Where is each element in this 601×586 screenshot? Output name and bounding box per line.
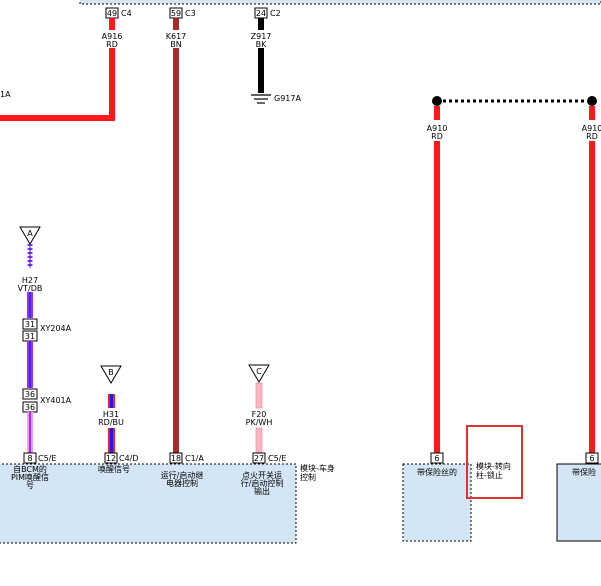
inline-pin-number: 36 [25, 403, 35, 412]
fused-label-cut: 带保险 [572, 467, 596, 477]
steering-lock-module-name: 模块-转向柱-锁止 [476, 461, 511, 480]
splice-letter: C [256, 367, 262, 376]
top-connector-1: 49 C4 A916 RD 1A [0, 7, 132, 121]
pin-number: 12 [106, 454, 116, 463]
splice-c: C F20 PK/WH [246, 364, 273, 454]
inline-pin-number: 31 [25, 320, 35, 329]
wire-code: H27 [22, 276, 38, 285]
pin-box [104, 452, 118, 464]
connector-id: C5/E [38, 454, 56, 463]
pin-number: 27 [254, 454, 264, 463]
wire-color: RD [431, 132, 443, 141]
wire-color: VT/DB [18, 284, 43, 293]
wire-code: A910 [427, 124, 448, 133]
inline-pin-box [22, 318, 38, 330]
splice-letter: B [108, 368, 114, 377]
inline-connector-name: XY401A [40, 396, 72, 405]
wire-stripe-blue [110, 394, 113, 408]
inline-pin-box [22, 388, 38, 400]
pin-box [252, 452, 266, 464]
pin-function: 唤醒信号 [98, 464, 130, 474]
top-connector-2: 59 C3 K617 BN [166, 7, 196, 453]
inline-pin-number: 36 [25, 390, 35, 399]
pin-number: 49 [107, 9, 117, 18]
pin-box [169, 452, 183, 464]
wire-code: A910 [582, 124, 601, 133]
right-fused-circuit: A910 RD A910 RD 6 带保险丝的 模块-转向柱-锁止 6 带保险 [402, 96, 601, 542]
wire-color: RD/BU [98, 418, 124, 427]
connector-id: C4/D [119, 454, 139, 463]
top-module-edge [79, 0, 601, 5]
pin-box [430, 452, 444, 464]
splice-letter: A [27, 229, 33, 238]
splice-triangle [100, 365, 122, 384]
pin-number: 8 [27, 454, 32, 463]
wire-stripe-blue [110, 428, 113, 453]
splice-a: A H27 VT/DB 31 31 XY204A 36 36 XY401A [18, 226, 72, 453]
pin-box [23, 452, 37, 464]
inline-pin-number: 31 [25, 332, 35, 341]
ground-label: G917A [274, 94, 301, 103]
wire-pink [255, 382, 263, 409]
connector-id: C5/E [268, 454, 286, 463]
pin-number: 24 [256, 9, 266, 18]
connector-id: C3 [185, 9, 196, 18]
pin-box [585, 452, 599, 464]
wire-color: RD [586, 132, 598, 141]
wire-stub-black [258, 18, 264, 30]
wire-stub-brown [173, 18, 179, 30]
splice-dot [587, 96, 597, 106]
wire-color: RD [106, 40, 118, 49]
wire-red-a916 [0, 48, 115, 121]
fused-label: 带保险丝的 [417, 467, 457, 477]
ground-symbol [251, 94, 271, 104]
bcm-module-name: 模块-车身控制 [300, 463, 335, 482]
pin-function: 运行/启动继电器控制 [161, 470, 204, 488]
pin-number: 18 [171, 454, 181, 463]
bcm-module-box [0, 463, 297, 544]
wire-code: F20 [252, 410, 267, 419]
wire-color: PK/WH [246, 418, 273, 427]
splice-b: B H31 RD/BU [98, 365, 124, 453]
connector-id: C2 [270, 9, 281, 18]
inline-connector-name: XY204A [40, 324, 72, 333]
wire-color: BK [256, 40, 267, 49]
wire-color: BN [170, 40, 181, 49]
wire-code: H31 [103, 410, 119, 419]
wire-code: K617 [166, 32, 187, 41]
connector-id: C4 [121, 9, 132, 18]
pin-number: 6 [589, 454, 594, 463]
steering-lock-module-box [402, 463, 472, 542]
splice-triangle [19, 226, 41, 245]
right-module-box [556, 463, 601, 542]
pin-function: 点火开关运行/启动控制输出 [241, 470, 284, 496]
wire-code: A916 [102, 32, 123, 41]
highlight-box [466, 425, 523, 499]
pin-number: 6 [434, 454, 439, 463]
connector-id: C1/A [185, 454, 204, 463]
pin-number: 59 [171, 9, 181, 18]
top-connector-3: 24 C2 Z917 BK G917A [251, 7, 301, 104]
wire-code: Z917 [251, 32, 272, 41]
wire-stub-red [109, 18, 115, 30]
splice-dot [432, 96, 442, 106]
splice-triangle [248, 364, 270, 383]
wire-pink [255, 427, 263, 454]
left-edge-label: 1A [0, 90, 11, 99]
